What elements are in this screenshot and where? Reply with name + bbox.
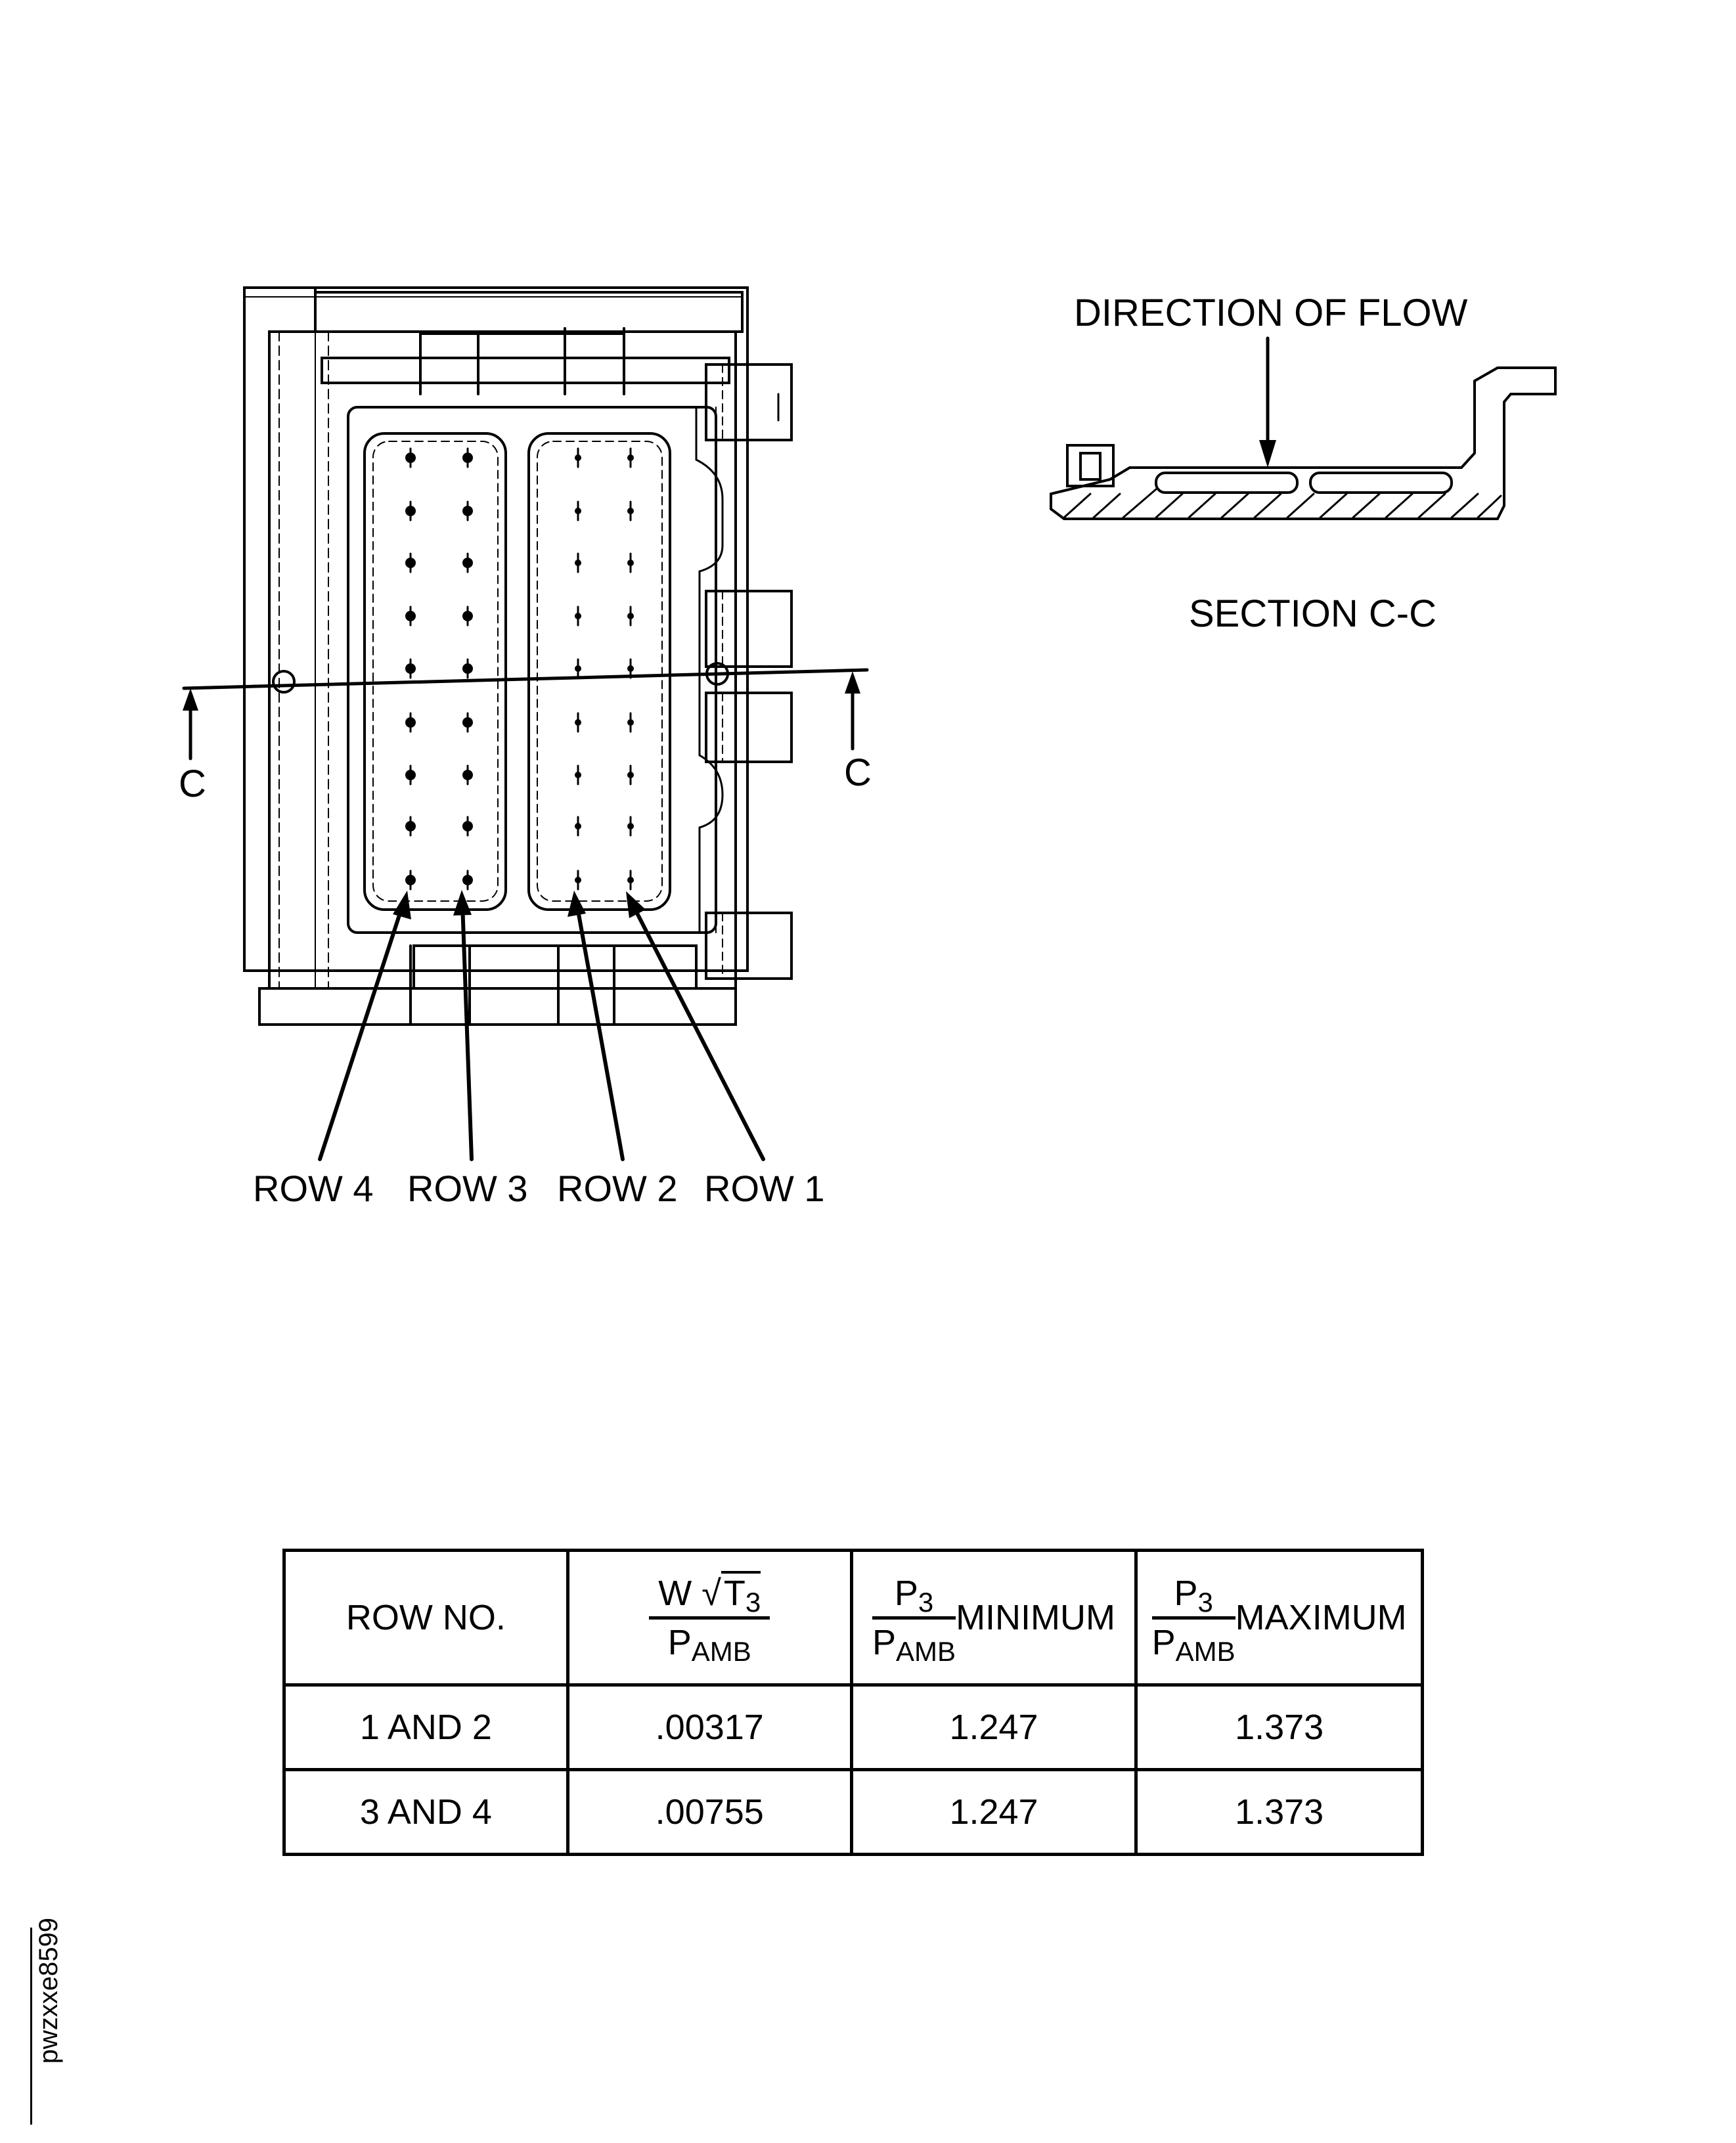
table-header-row: ROW NO. W √T3 PAMB P3 PAMB MINIMUM P3 P — [282, 1549, 1424, 1687]
cell-row-no: 1 AND 2 — [282, 1683, 569, 1771]
cooling-hole — [575, 606, 581, 627]
cooling-hole — [405, 552, 416, 573]
cooling-hole — [405, 712, 416, 733]
cooling-hole — [462, 552, 473, 573]
cooling-hole — [627, 870, 634, 891]
cooling-hole — [627, 447, 634, 468]
cooling-hole — [462, 500, 473, 521]
cooling-hole — [405, 447, 416, 468]
cell-flow: .00317 — [566, 1683, 853, 1771]
cooling-hole — [462, 712, 473, 733]
cell-max: 1.373 — [1134, 1683, 1424, 1771]
cell-min: 1.247 — [849, 1768, 1138, 1856]
cooling-hole — [627, 552, 634, 573]
cooling-hole — [462, 764, 473, 785]
cooling-hole — [462, 658, 473, 679]
cut-label-left: C — [179, 762, 206, 805]
cooling-hole — [575, 870, 581, 891]
cooling-hole — [462, 870, 473, 891]
cooling-hole — [405, 658, 416, 679]
table-row: 3 AND 4 .00755 1.247 1.373 — [282, 1768, 1424, 1856]
cooling-hole — [575, 712, 581, 733]
cooling-hole — [575, 764, 581, 785]
reference-code: pwzxxe8599 — [34, 1918, 63, 2064]
cell-min: 1.247 — [849, 1683, 1138, 1771]
cooling-hole — [575, 552, 581, 573]
table-row: 1 AND 2 .00317 1.247 1.373 — [282, 1683, 1424, 1771]
cooling-hole — [575, 447, 581, 468]
section-view — [1050, 336, 1557, 520]
cooling-hole — [405, 816, 416, 837]
row-leader-arrows — [318, 890, 765, 1161]
flow-direction-label: DIRECTION OF FLOW — [1074, 292, 1468, 334]
cell-row-no: 3 AND 4 — [282, 1768, 569, 1856]
cooling-hole — [462, 816, 473, 837]
section-title: SECTION C-C — [1189, 592, 1436, 635]
cooling-hole — [627, 500, 634, 521]
cooling-hole — [405, 606, 416, 627]
cooling-hole — [627, 606, 634, 627]
flow-parameter-table: ROW NO. W √T3 PAMB P3 PAMB MINIMUM P3 P — [282, 1549, 1424, 1856]
cooling-hole — [627, 712, 634, 733]
cooling-hole — [627, 816, 634, 837]
cooling-hole — [627, 764, 634, 785]
reference-code-bracket — [30, 1928, 32, 2125]
row-3-label: ROW 3 — [407, 1168, 528, 1209]
header-row-no: ROW NO. — [282, 1549, 569, 1687]
cooling-hole — [462, 606, 473, 627]
cooling-hole — [575, 658, 581, 679]
cooling-hole — [405, 870, 416, 891]
cooling-holes — [405, 447, 634, 891]
cooling-hole — [405, 764, 416, 785]
header-pressure-ratio-minimum: P3 PAMB MINIMUM — [849, 1549, 1138, 1687]
cooling-hole — [405, 500, 416, 521]
section-cut-line — [182, 668, 869, 761]
front-view — [243, 286, 793, 1026]
cell-flow: .00755 — [566, 1768, 853, 1856]
cut-label-right: C — [844, 751, 872, 794]
header-pressure-ratio-maximum: P3 PAMB MAXIMUM — [1134, 1549, 1424, 1687]
row-4-label: ROW 4 — [253, 1168, 374, 1209]
row-1-label: ROW 1 — [704, 1168, 825, 1209]
header-flow-parameter: W √T3 PAMB — [566, 1549, 853, 1687]
cooling-hole — [462, 447, 473, 468]
cooling-hole — [575, 500, 581, 521]
cooling-hole — [575, 816, 581, 837]
cell-max: 1.373 — [1134, 1768, 1424, 1856]
row-2-label: ROW 2 — [557, 1168, 678, 1209]
